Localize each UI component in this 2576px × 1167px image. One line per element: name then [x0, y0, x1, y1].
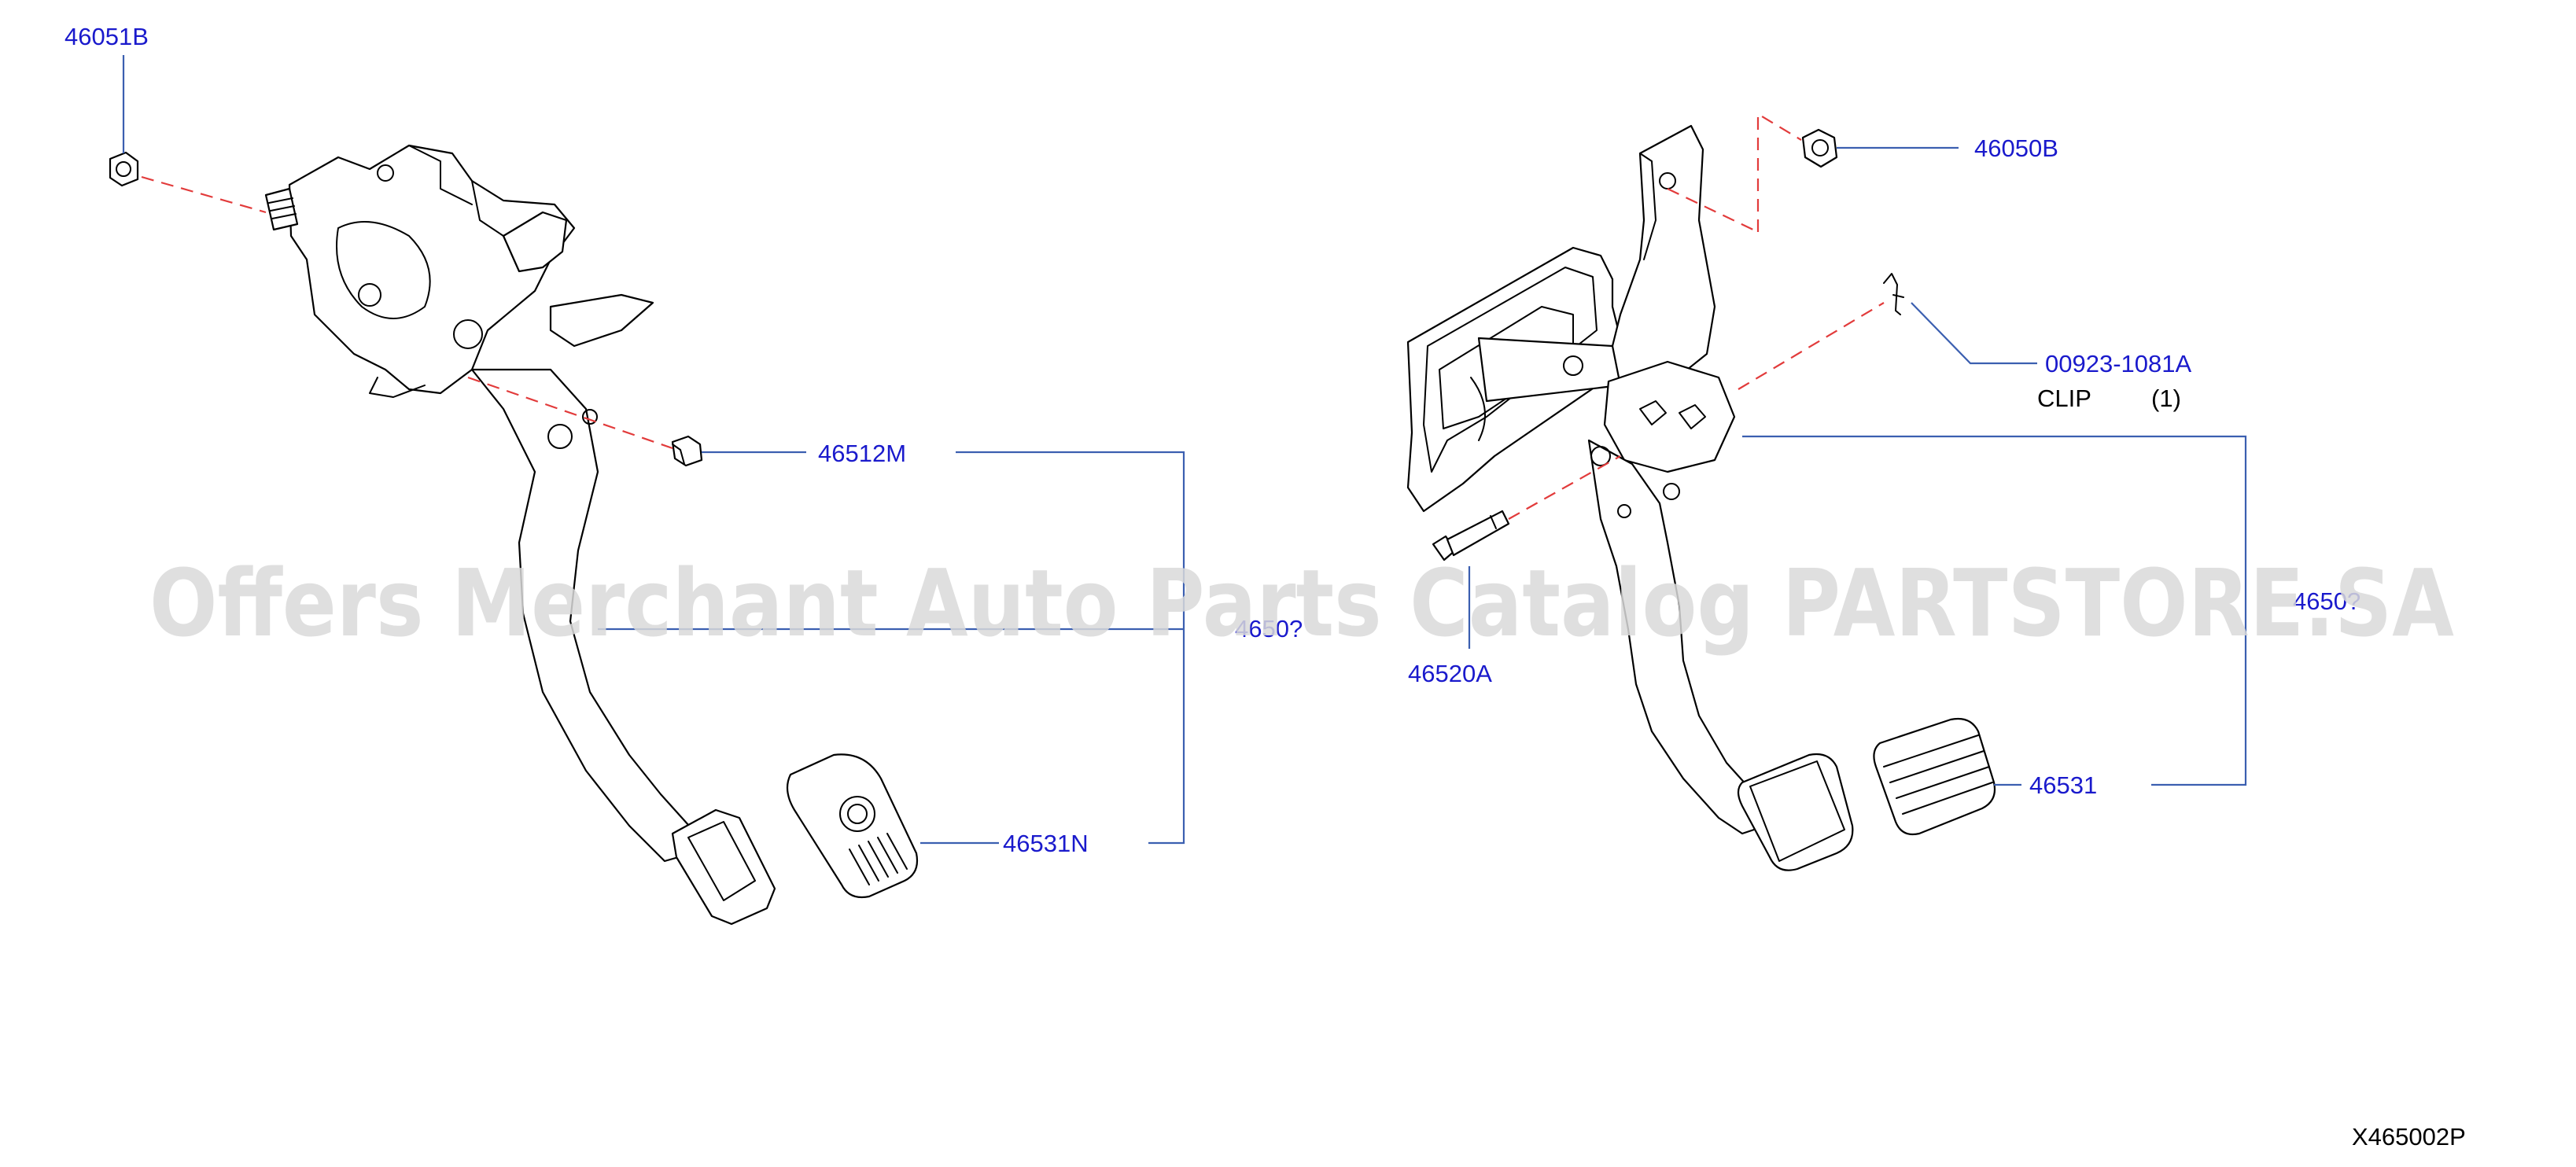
- label-46520A: 46520A: [1408, 660, 1492, 687]
- brake-pedal-assembly: [1406, 124, 1854, 871]
- clutch-pedal-assembly: [264, 144, 776, 926]
- leader-lines: [122, 55, 2247, 845]
- figure-code: X465002P: [2352, 1123, 2466, 1150]
- clutch-pedal-pad: [671, 808, 776, 926]
- brake-pedal-pad: [1737, 753, 1854, 871]
- nut-46050B: [1801, 128, 1838, 168]
- clip-00923-1081A: [1883, 273, 1904, 315]
- label-46512M: 46512M: [818, 440, 906, 467]
- label-4650x-left: 4650?: [1235, 615, 1303, 642]
- label-00923-1081A: 00923-1081A: [2045, 350, 2191, 377]
- brake-pedal-pad-part: [1873, 717, 1996, 836]
- nut-46051B: [109, 151, 139, 187]
- pin-46520A: [1432, 510, 1510, 561]
- label-46051B: 46051B: [64, 23, 149, 50]
- brake-support-plate: [1603, 124, 1716, 395]
- clutch-pedal-pad-part: [786, 753, 919, 899]
- label-46531N: 46531N: [1003, 830, 1089, 857]
- part-labels: 46051B 46512M 4650? 46531N 46050B 00923-…: [64, 23, 2360, 857]
- label-46050B: 46050B: [1974, 134, 2058, 162]
- assembly-lines: [141, 112, 1885, 520]
- label-clip-qty: (1): [2151, 385, 2181, 412]
- label-clip-text: CLIP: [2037, 385, 2091, 412]
- label-4650x-right: 4650?: [2293, 587, 2360, 615]
- clutch-pedal-bracket: [288, 144, 576, 395]
- bolt-46512M: [671, 435, 703, 467]
- label-46531: 46531: [2029, 771, 2097, 799]
- watermark-text: Offers Merchant Auto Parts Catalog PARTS…: [149, 549, 2454, 657]
